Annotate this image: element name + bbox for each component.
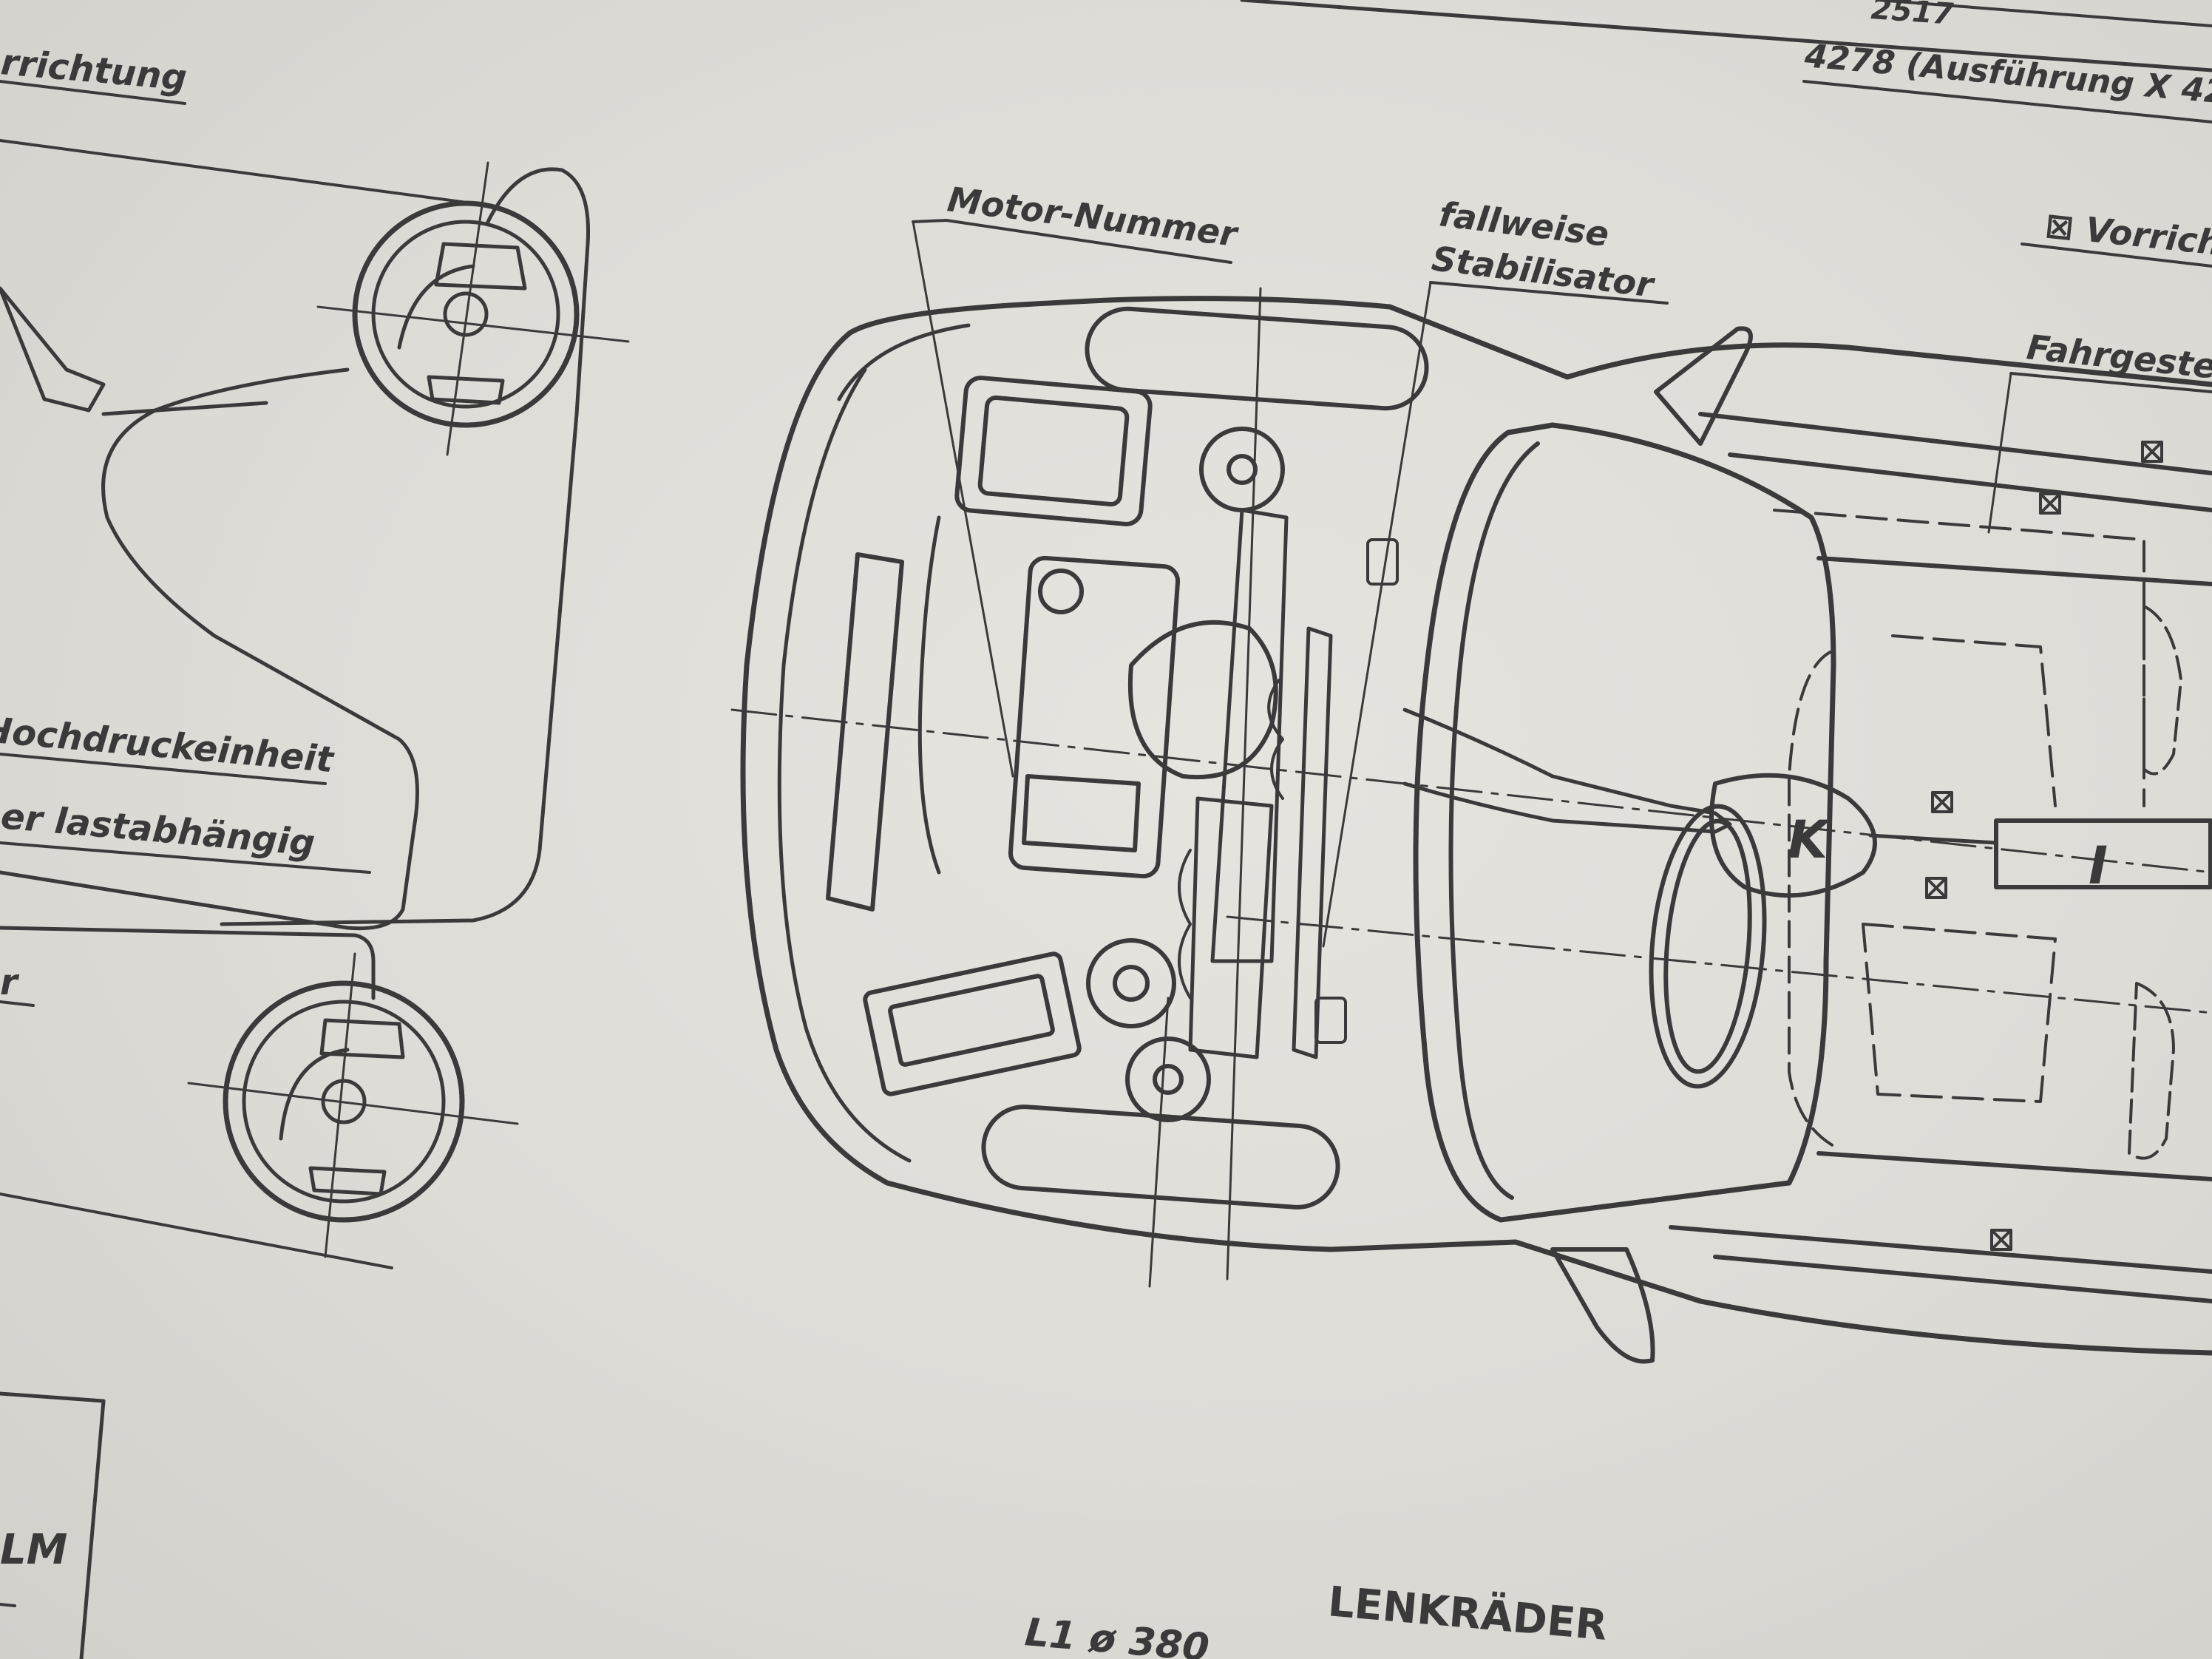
- brake-circuit: [0, 80, 630, 1659]
- marker-symbols: [1925, 441, 2163, 1251]
- label-i: I: [2089, 835, 2108, 896]
- differential: [1709, 773, 1877, 898]
- label-diameter: L1 ø 380: [1023, 1610, 1211, 1659]
- upper-strut: [1199, 427, 1285, 512]
- label-vorrichtung: rrichtung: [0, 41, 189, 99]
- spare-wheel: [1649, 804, 1767, 1089]
- title-block-lines: [912, 0, 2212, 948]
- label-r: r: [0, 962, 20, 1003]
- label-lenkraeder: LENKRÄDER: [1326, 1578, 1609, 1650]
- label-k: K: [1788, 810, 1831, 870]
- label-lm: LM: [0, 1526, 67, 1574]
- front-wheel-bottom: [981, 1105, 1340, 1210]
- lower-brake-drum: [187, 952, 519, 1258]
- windshield: [1413, 422, 1836, 1223]
- top-number: 2517: [1870, 0, 1954, 32]
- label-vorrich: ⊠ Vorrich: [2043, 205, 2212, 263]
- engine-block: [1008, 555, 1181, 879]
- battery: [954, 376, 1153, 526]
- label-fahrgestell: Fahrgestel: [2025, 327, 2212, 387]
- label-stabilisator: Stabilisator: [1430, 238, 1658, 305]
- upper-brake-drum: [316, 161, 630, 456]
- lower-strut: [1125, 1037, 1211, 1122]
- car-plan-view: [730, 287, 2212, 1364]
- radiator: [863, 951, 1082, 1096]
- body-outline: [740, 296, 2212, 1356]
- right-mirror: [1550, 1247, 1655, 1364]
- left-mirror: [1654, 326, 1753, 446]
